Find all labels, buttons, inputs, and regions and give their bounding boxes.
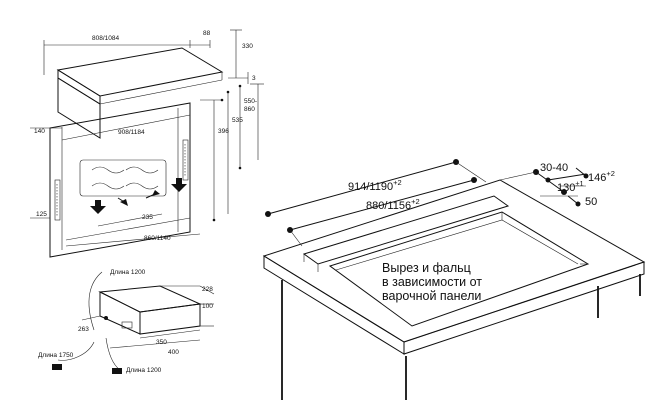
dim-rise: 550-	[244, 98, 257, 105]
dim-body-height: 396	[218, 128, 229, 135]
motor-height: 100	[202, 303, 213, 310]
motor-width-inner: 350	[156, 339, 167, 346]
airflow-arrows	[90, 178, 187, 214]
cable-bottom-length: Длина 1200	[126, 367, 162, 374]
hood-side-slots	[54, 139, 189, 221]
motor-width-outer: 400	[168, 349, 179, 356]
dim-top-depth: 88	[203, 30, 211, 37]
motor-box-diagram: Длина 1200 228 100 263 350 400 Длина 175…	[38, 269, 215, 374]
cooktop-dimension-lines	[265, 159, 589, 247]
downdraft-slot	[302, 195, 510, 265]
dim-inner-width: 908/1184	[118, 129, 145, 136]
dim-top-height: 330	[242, 43, 253, 50]
dim-right: 146+2	[588, 169, 615, 184]
plug-left-icon	[52, 364, 62, 370]
dim-top-width: 808/1084	[92, 35, 119, 42]
dim-base-width: 860/1140	[144, 235, 171, 242]
plug-bottom-icon	[112, 368, 122, 374]
dim-mid-height: 535	[232, 117, 243, 124]
dim-slot: 50	[585, 196, 597, 208]
dim-vent-spacing: 235	[142, 214, 153, 221]
motor-side: 263	[78, 326, 89, 333]
dim-right-small: 3	[252, 75, 256, 82]
cooktop-diagram: 914/1190+2 880/1156+2 30-40 130±1 146+2 …	[262, 159, 646, 400]
dim-inner-width: 880/1156+2	[366, 197, 420, 212]
dim-bottom-left: 125	[36, 211, 47, 218]
cutout-note-line1: Вырез и фальц	[382, 261, 471, 275]
dim-rise-2: 860	[244, 106, 255, 113]
hood-diagram: 808/1084 88 330 3 550- 860 535 396 140 9…	[30, 29, 264, 258]
cabinet-legs	[281, 274, 641, 400]
dim-depth: 30-40	[540, 162, 568, 174]
dim-left-small: 140	[34, 128, 45, 135]
dim-outer-width: 914/1190+2	[348, 178, 402, 193]
cable-top-length: Длина 1200	[110, 269, 146, 276]
cutout-note-line2: в зависимости от	[382, 275, 482, 289]
cable-left-length: Длина 1750	[38, 352, 74, 359]
motor-depth: 228	[202, 286, 213, 293]
cutout-note-line3: варочной панели	[382, 289, 481, 303]
dim-gap: 130±1	[557, 179, 584, 194]
